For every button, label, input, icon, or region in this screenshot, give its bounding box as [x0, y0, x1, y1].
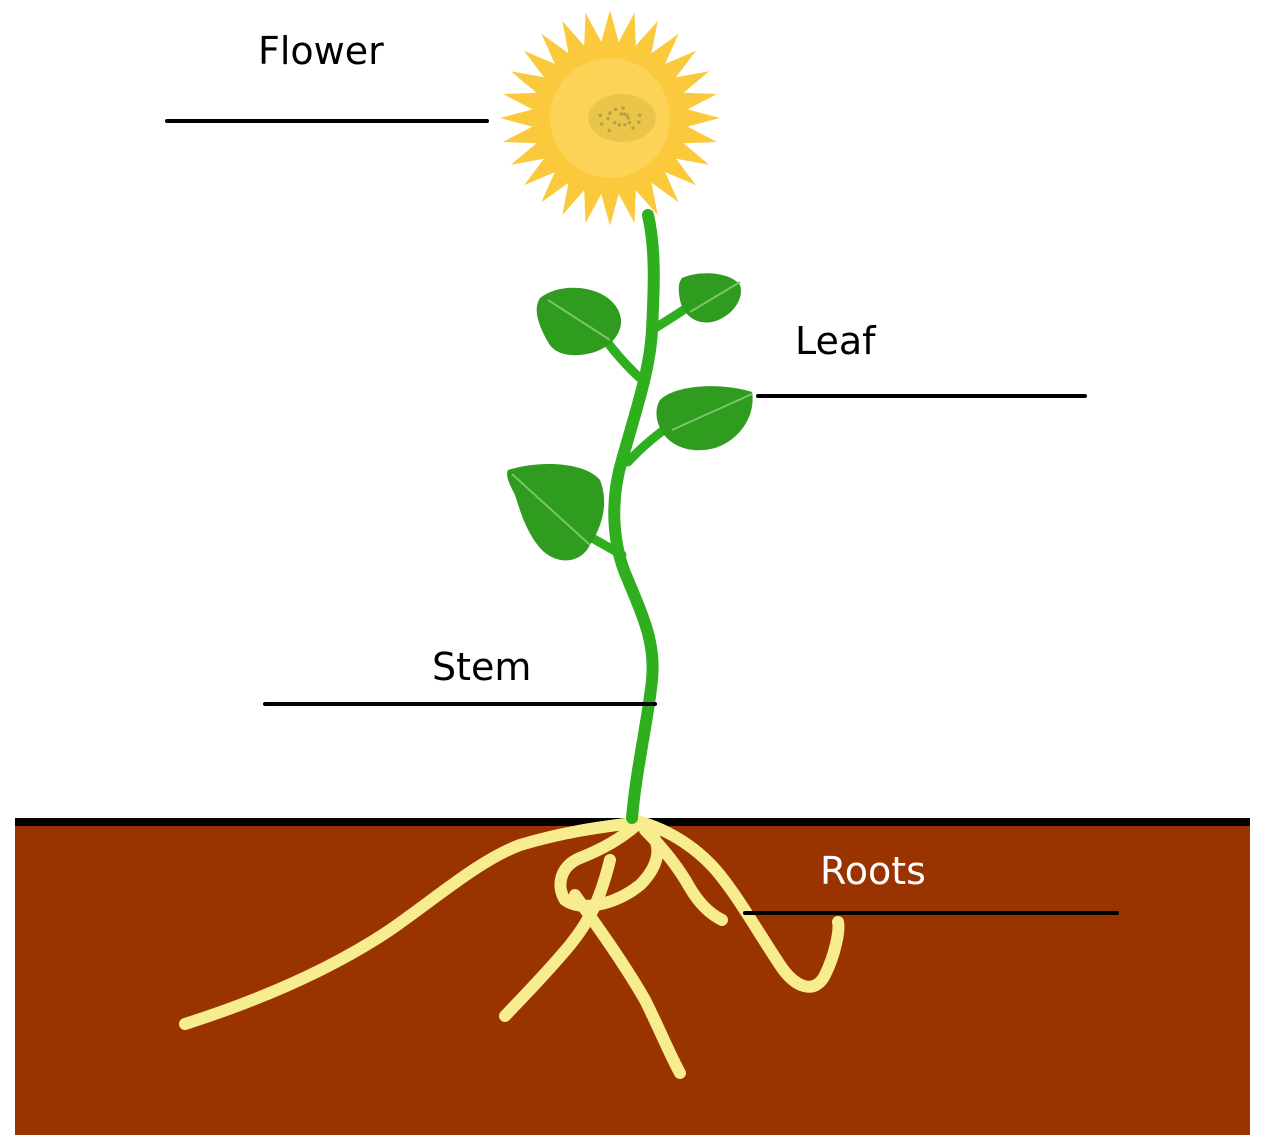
leaf-upper-right: [679, 273, 741, 322]
flower-center-speckle: [619, 112, 623, 116]
flower-center-speckle: [600, 122, 604, 126]
flower-center-speckle: [606, 117, 610, 121]
leaf-label: Leaf: [795, 322, 876, 360]
flower-center-speckle: [623, 112, 627, 116]
stem: [614, 215, 654, 818]
flower-center-speckle: [613, 121, 617, 125]
flower-center-speckle: [631, 126, 635, 130]
flower-label: Flower: [258, 32, 384, 70]
flower-center-speckle: [608, 111, 612, 115]
flower: [500, 10, 720, 226]
flower-center-speckle: [614, 108, 618, 112]
flower-center-speckle: [637, 121, 641, 125]
flower-center-speckle: [628, 121, 632, 125]
leaf-middle-right: [656, 386, 752, 450]
roots-label: Roots: [820, 852, 926, 890]
flower-center-speckle: [608, 129, 612, 133]
flower-center-speckle: [621, 106, 625, 110]
flower-center-speckle: [638, 114, 642, 118]
flower-center-speckle: [618, 123, 622, 127]
stem-label: Stem: [432, 648, 531, 686]
flower-center-speckle: [599, 114, 603, 118]
flower-center: [588, 94, 656, 142]
leaf-lower-left: [507, 464, 604, 560]
flower-center-speckle: [623, 123, 627, 127]
pointer-lines: [167, 121, 1117, 913]
